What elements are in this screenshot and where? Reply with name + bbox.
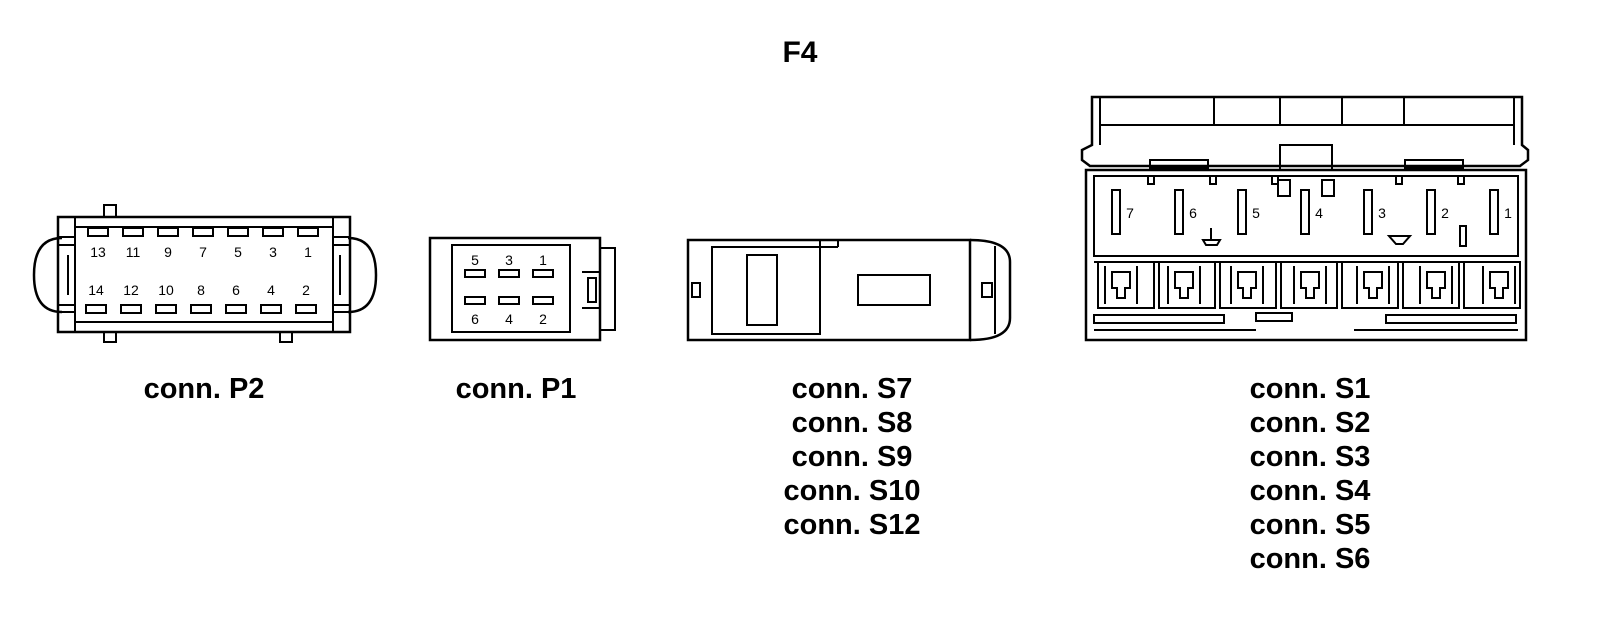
p2-pin-6 [225,304,247,314]
p2-pin-2 [295,304,317,314]
p2-pin-1 [297,227,319,237]
p2-pin-13 [87,227,109,237]
p2-pin-label-12: 12 [123,282,139,298]
p2-pin-label-14: 14 [88,282,104,298]
p2-pin-4 [260,304,282,314]
p2-pin-label-2: 2 [302,282,310,298]
label-s2: conn. S2 [1249,407,1371,439]
connector-s1-drawing: 7 6 5 4 3 2 1 [1080,95,1530,342]
label-p2-text: conn. P2 [143,373,265,405]
p1-pin-1 [532,269,554,278]
p2-pin-7 [192,227,214,237]
label-p1-text: conn. P1 [455,373,577,405]
p1-pin-label-4: 4 [505,311,513,327]
connector-p1-drawing: 5 3 1 6 4 2 [428,236,616,342]
s1-slot-label-2: 2 [1441,205,1449,221]
s1-slot-label-6: 6 [1189,205,1197,221]
p2-pin-12 [120,304,142,314]
p2-pin-10 [155,304,177,314]
diagram-title: F4 [782,36,818,69]
s1-slot-1 [1489,189,1499,235]
label-conn-p1: conn. P1 [416,372,616,406]
label-s3: conn. S3 [1249,441,1371,473]
p2-pin-label-8: 8 [197,282,205,298]
label-s6: conn. S6 [1249,543,1371,575]
p2-pin-label-9: 9 [164,244,172,260]
label-s12: conn. S12 [783,509,921,541]
label-s5: conn. S5 [1249,509,1371,541]
s1-slot-4 [1300,189,1310,235]
s1-slot-label-3: 3 [1378,205,1386,221]
label-conn-s1-group: conn. S1 conn. S2 conn. S3 conn. S4 conn… [1200,372,1420,576]
label-s4: conn. S4 [1249,475,1371,507]
s1-slot-5 [1237,189,1247,235]
p2-pin-label-11: 11 [126,244,141,260]
s1-slot-label-5: 5 [1252,205,1260,221]
p1-pin-6 [464,296,486,305]
p1-pin-label-3: 3 [505,252,513,268]
p1-pin-label-1: 1 [539,252,547,268]
s1-slot-3 [1363,189,1373,235]
s1-slot-2 [1426,189,1436,235]
p1-pin-label-2: 2 [539,311,547,327]
p1-pin-5 [464,269,486,278]
connector-p2-drawing: 13 11 9 7 5 3 1 14 12 10 8 6 4 2 [32,204,378,343]
label-s1: conn. S1 [1249,373,1371,405]
p2-pin-label-6: 6 [232,282,240,298]
p2-pin-11 [122,227,144,237]
connector-s7-drawing [686,238,1012,342]
p2-pin-label-5: 5 [234,244,242,260]
p1-pin-label-5: 5 [471,252,479,268]
p1-pin-2 [532,296,554,305]
p2-pin-label-3: 3 [269,244,277,260]
p2-pin-14 [85,304,107,314]
p2-pin-label-1: 1 [304,244,312,260]
p2-pin-label-7: 7 [199,244,207,260]
p1-pin-label-6: 6 [471,311,479,327]
p2-pin-label-4: 4 [267,282,275,298]
p2-pin-label-13: 13 [90,244,106,260]
s1-slot-label-1: 1 [1504,205,1512,221]
label-s10: conn. S10 [783,475,921,507]
p2-pin-9 [157,227,179,237]
p1-pin-4 [498,296,520,305]
s1-slot-6 [1174,189,1184,235]
p2-pin-8 [190,304,212,314]
label-s8: conn. S8 [791,407,913,439]
s1-slot-7 [1111,189,1121,235]
p2-pin-5 [227,227,249,237]
p2-pin-label-10: 10 [158,282,174,298]
s1-slot-label-7: 7 [1126,205,1134,221]
label-conn-s7-group: conn. S7 conn. S8 conn. S9 conn. S10 con… [742,372,962,542]
label-s9: conn. S9 [791,441,913,473]
s1-slot-label-4: 4 [1315,205,1323,221]
p2-pin-3 [262,227,284,237]
label-s7: conn. S7 [791,373,913,405]
label-conn-p2: conn. P2 [104,372,304,406]
p1-pin-3 [498,269,520,278]
